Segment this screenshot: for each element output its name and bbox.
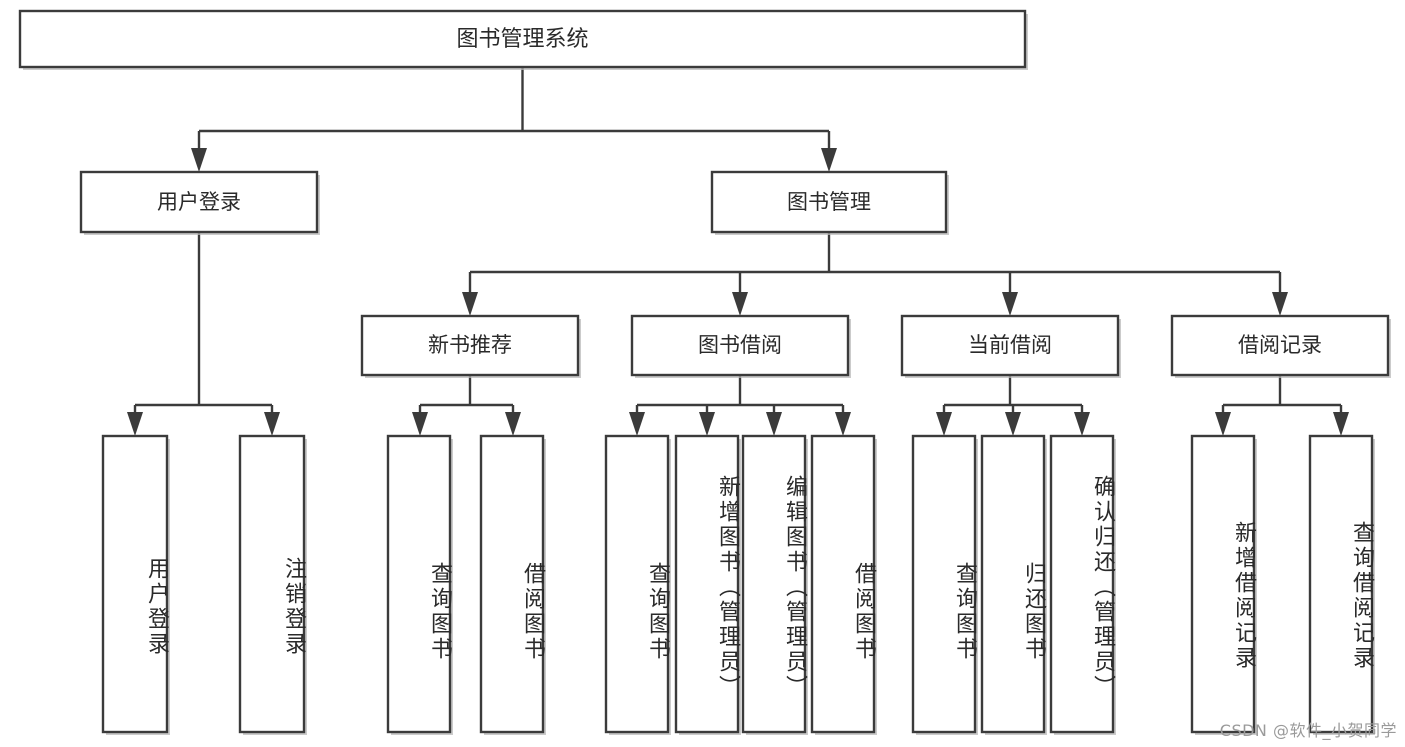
arrow-head-borrow-record: [1272, 292, 1288, 316]
leaf-return-book-rect[interactable]: [980, 434, 1046, 734]
leaf-logout-rect[interactable]: [238, 434, 306, 734]
arrow-head-leaf-query-book-3: [936, 412, 952, 436]
leaf-label-user-login: 用户登录: [144, 557, 169, 657]
arrow-head-leaf-borrow-book-1: [505, 412, 521, 436]
leaf-node-add-record[interactable]: [1190, 434, 1257, 735]
arrow-head-leaf-add-book: [699, 412, 715, 436]
node-user-login[interactable]: 用户登录: [79, 170, 320, 235]
node-borrow-record-rect[interactable]: [1170, 314, 1390, 377]
node-current-borrow-label: 当前借阅: [968, 333, 1052, 357]
arrow-head-leaf-edit-book: [766, 412, 782, 436]
node-book-management-label: 图书管理: [787, 190, 871, 214]
node-root-label: 图书管理系统: [456, 27, 588, 52]
leaf-node-borrow-book-1[interactable]: [479, 434, 546, 735]
node-user-login-rect[interactable]: [79, 170, 319, 234]
edge-group-book-mgmt: [462, 232, 1288, 316]
node-user-login-label: 用户登录: [157, 190, 241, 214]
edge-group-root: [191, 67, 837, 172]
arrow-head-leaf-borrow-book-2: [835, 412, 851, 436]
node-current-borrow[interactable]: 当前借阅: [900, 314, 1121, 378]
arrow-head-book-mgmt: [821, 148, 837, 172]
leaf-label-query-book-2: 查询图书: [645, 562, 670, 662]
leaf-label-query-book-1: 查询图书: [427, 562, 452, 662]
node-book-management-rect[interactable]: [710, 170, 948, 234]
leaf-node-query-book-2[interactable]: [604, 434, 671, 735]
leaf-label-logout: 注销登录: [281, 557, 306, 657]
node-new-book-recommend-rect[interactable]: [360, 314, 580, 377]
leaf-node-return-book[interactable]: [980, 434, 1047, 735]
node-root-rect[interactable]: [18, 9, 1027, 69]
edge-group-user-login: [127, 232, 280, 436]
leaf-node-logout[interactable]: [238, 434, 307, 735]
leaf-label-borrow-book-1: 借阅图书: [520, 562, 545, 662]
node-current-borrow-rect[interactable]: [900, 314, 1120, 377]
node-root-system[interactable]: 图书管理系统: [18, 9, 1028, 70]
node-book-borrow-label: 图书借阅: [698, 333, 782, 357]
node-book-borrow[interactable]: 图书借阅: [630, 314, 851, 378]
edge-group-current-borrow: [936, 375, 1090, 436]
leaf-label-add-record: 新增借阅记录: [1231, 521, 1256, 671]
leaf-label-add-book: 新增图书（管理员）: [715, 474, 740, 700]
leaf-label-edit-book: 编辑图书（管理员）: [782, 474, 807, 700]
leaf-edit-book-rect[interactable]: [741, 434, 807, 734]
leaf-node-query-book-3[interactable]: [911, 434, 978, 735]
arrow-head-leaf-add-record: [1215, 412, 1231, 436]
edge-group-book-borrow: [629, 375, 851, 436]
leaf-label-borrow-book-2: 借阅图书: [851, 562, 876, 662]
leaf-node-edit-book[interactable]: [741, 434, 808, 735]
leaf-borrow-book-2-rect[interactable]: [810, 434, 876, 734]
leaf-query-book-2-rect[interactable]: [604, 434, 670, 734]
leaf-query-record-rect[interactable]: [1308, 434, 1374, 734]
node-book-borrow-rect[interactable]: [630, 314, 850, 377]
edge-group-new-book: [412, 375, 521, 436]
leaf-node-confirm-return[interactable]: [1049, 434, 1116, 735]
arrow-head-user-login: [191, 148, 207, 172]
leaf-label-return-book: 归还图书: [1021, 562, 1046, 662]
leaf-label-query-book-3: 查询图书: [952, 562, 977, 662]
leaf-node-query-record[interactable]: [1308, 434, 1375, 735]
node-book-management[interactable]: 图书管理: [710, 170, 949, 235]
arrow-head-leaf-query-book-2: [629, 412, 645, 436]
arrow-head-leaf-query-book-1: [412, 412, 428, 436]
watermark-text: CSDN @软件_小贺同学: [1219, 721, 1397, 740]
arrow-head-leaf-query-record: [1333, 412, 1349, 436]
leaf-user-login-rect[interactable]: [101, 434, 169, 734]
leaf-confirm-return-rect[interactable]: [1049, 434, 1115, 734]
leaf-node-query-book-1[interactable]: [386, 434, 453, 735]
leaf-query-book-1-rect[interactable]: [386, 434, 452, 734]
leaf-label-confirm-return: 确认归还（管理员）: [1090, 474, 1115, 700]
leaf-add-book-rect[interactable]: [674, 434, 740, 734]
arrow-head-new-book: [462, 292, 478, 316]
leaf-borrow-book-1-rect[interactable]: [479, 434, 545, 734]
node-new-book-recommend[interactable]: 新书推荐: [360, 314, 581, 378]
leaf-label-query-record: 查询借阅记录: [1349, 521, 1374, 671]
leaf-node-borrow-book-2[interactable]: [810, 434, 877, 735]
node-new-book-recommend-label: 新书推荐: [428, 333, 512, 357]
leaf-add-record-rect[interactable]: [1190, 434, 1256, 734]
arrow-head-current-borrow: [1002, 292, 1018, 316]
arrow-head-leaf-logout: [264, 412, 280, 436]
arrow-head-book-borrow: [732, 292, 748, 316]
leaf-node-user-login[interactable]: [101, 434, 170, 735]
node-borrow-record-label: 借阅记录: [1238, 333, 1322, 357]
arrow-head-leaf-confirm-return: [1074, 412, 1090, 436]
edge-group-borrow-record: [1215, 375, 1349, 436]
leaf-node-add-book[interactable]: [674, 434, 741, 735]
leaf-query-book-3-rect[interactable]: [911, 434, 977, 734]
node-borrow-record[interactable]: 借阅记录: [1170, 314, 1391, 378]
arrow-head-leaf-user-login: [127, 412, 143, 436]
arrow-head-leaf-return-book: [1005, 412, 1021, 436]
